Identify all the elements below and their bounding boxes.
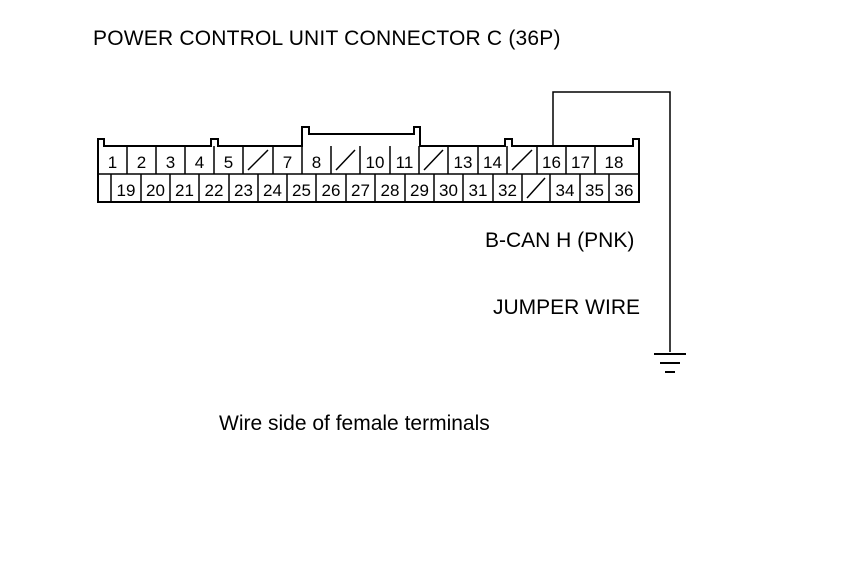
jumper-wire-label: JUMPER WIRE	[493, 296, 640, 319]
empty-cavity-slash	[335, 149, 356, 171]
terminal-25-label: 25	[292, 181, 311, 200]
terminal-32-label: 32	[498, 181, 517, 200]
terminal-row-bottom: 19 20 21 22 23 24 25 26 27 28 29 30 31 32 34 35 36	[110, 174, 634, 202]
connector-outline	[97, 126, 640, 203]
wire-label: B-CAN H (PNK)	[485, 229, 635, 252]
terminal-5-label: 5	[224, 153, 233, 172]
terminal-26-label: 26	[322, 181, 341, 200]
terminal-31-label: 31	[469, 181, 488, 200]
terminal-29-label: 29	[410, 181, 429, 200]
terminal-8-label: 8	[312, 153, 321, 172]
terminal-35-label: 35	[585, 181, 604, 200]
terminal-34-label: 34	[556, 181, 575, 200]
terminal-10-label: 10	[366, 153, 385, 172]
jumper-wire-line	[552, 91, 671, 352]
terminal-20-label: 20	[146, 181, 165, 200]
terminal-27-label: 27	[351, 181, 370, 200]
terminal-16-label: 16	[542, 153, 561, 172]
terminal-3-label: 3	[166, 153, 175, 172]
ground-symbol-icon	[654, 353, 686, 373]
terminal-22-label: 22	[205, 181, 224, 200]
terminal-19-label: 19	[117, 181, 136, 200]
empty-cavity-slash	[423, 149, 444, 171]
terminal-13-label: 13	[454, 153, 473, 172]
terminal-14-label: 14	[483, 153, 502, 172]
diagram-title: POWER CONTROL UNIT CONNECTOR C (36P)	[93, 27, 561, 50]
terminal-7-label: 7	[283, 153, 292, 172]
terminal-row-top: 1 2 3 4 5 7 8 10 11 13 14 16 17 18	[108, 146, 624, 174]
terminal-28-label: 28	[381, 181, 400, 200]
diagram-caption: Wire side of female terminals	[219, 412, 490, 435]
terminal-2-label: 2	[137, 153, 146, 172]
terminal-11-label: 11	[396, 153, 414, 172]
terminal-30-label: 30	[439, 181, 458, 200]
terminal-24-label: 24	[263, 181, 282, 200]
terminal-4-label: 4	[195, 153, 204, 172]
terminal-36-label: 36	[615, 181, 634, 200]
empty-cavity-slash	[511, 149, 533, 171]
terminal-17-label: 17	[571, 153, 590, 172]
terminal-23-label: 23	[234, 181, 253, 200]
terminal-18-label: 18	[605, 153, 624, 172]
terminal-21-label: 21	[175, 181, 194, 200]
empty-cavity-slash	[526, 177, 546, 199]
empty-cavity-slash	[247, 149, 269, 171]
terminal-1-label: 1	[108, 153, 117, 172]
